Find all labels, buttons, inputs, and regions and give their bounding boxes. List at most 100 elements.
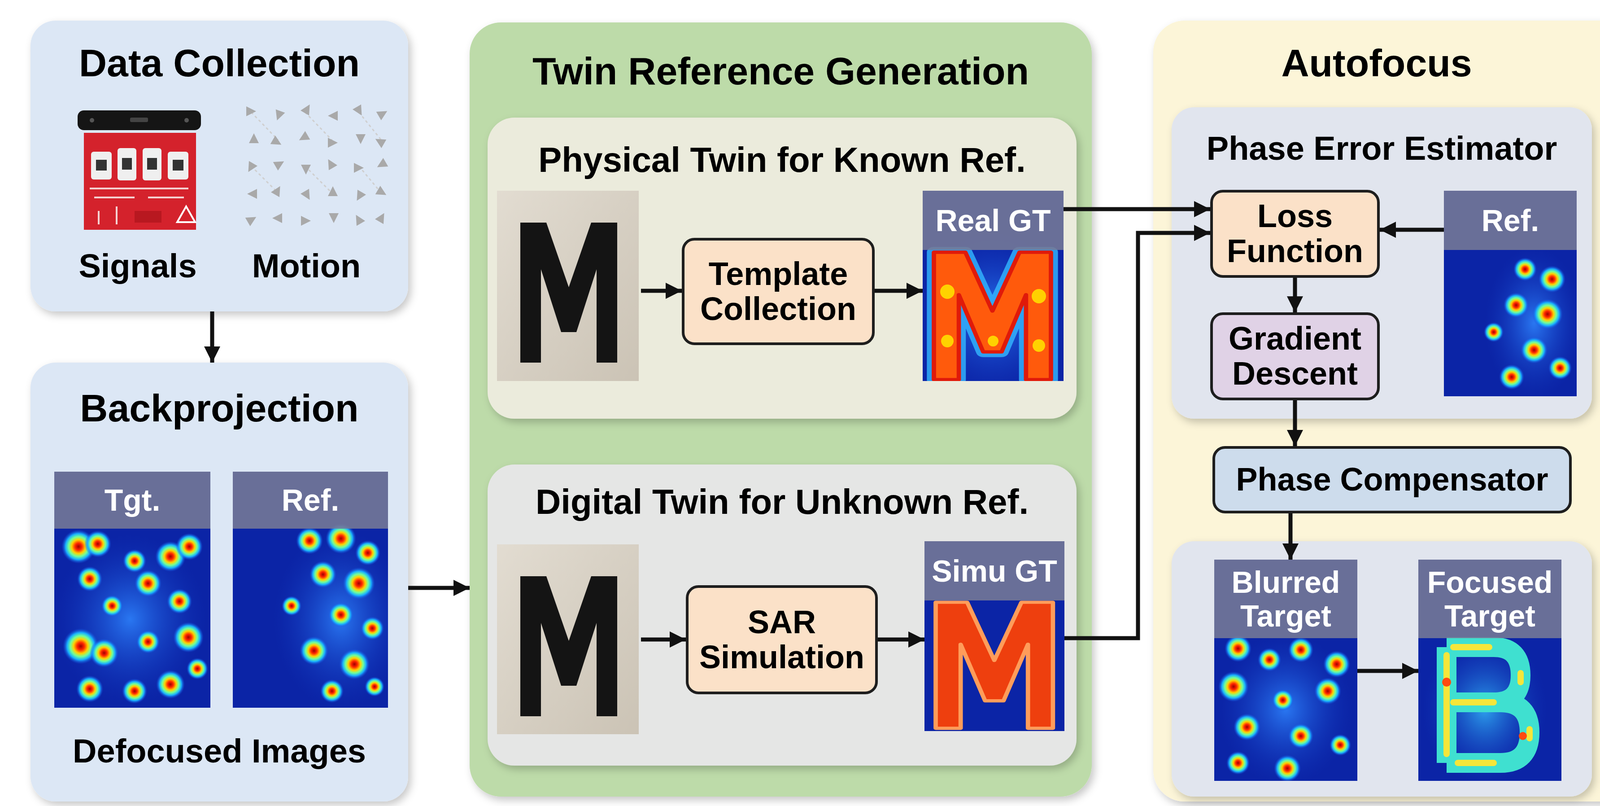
group-panel: Digital Twin for Unknown Ref. SAR Simulat… bbox=[487, 464, 1077, 766]
letter-photo bbox=[497, 190, 639, 734]
heatmap-reference bbox=[1443, 190, 1577, 397]
heatmap-target bbox=[54, 471, 211, 708]
illustration-caption: Signals bbox=[56, 246, 219, 287]
panel-title: Data Collection bbox=[78, 40, 360, 86]
process-box: Template Collection bbox=[681, 237, 875, 345]
heatmap-target bbox=[101, 594, 123, 617]
motion-pattern bbox=[272, 213, 283, 223]
heatmap-reference bbox=[1499, 364, 1525, 390]
heatmap-reference bbox=[1520, 336, 1548, 364]
heatmap-blurred bbox=[1257, 647, 1282, 672]
process-box: Phase Compensator bbox=[1212, 445, 1572, 514]
heatmap-reference bbox=[1483, 322, 1504, 342]
heatmap-blurred bbox=[1329, 733, 1352, 756]
flow-arrow bbox=[1063, 207, 1211, 212]
flow-arrow bbox=[874, 288, 923, 293]
motion-pattern bbox=[300, 164, 311, 175]
heatmap-real-gt bbox=[933, 252, 1051, 380]
flow-arrow bbox=[1064, 232, 1211, 638]
motion-pattern bbox=[244, 101, 390, 227]
image-tile: Simu GT bbox=[924, 540, 1065, 731]
panel-background bbox=[487, 117, 1077, 419]
heatmap-reference bbox=[328, 601, 354, 628]
heatmap-blurred bbox=[1273, 754, 1301, 781]
panel-background bbox=[469, 22, 1092, 797]
heatmap-target bbox=[84, 530, 112, 558]
radar-board bbox=[147, 157, 157, 170]
motion-pattern bbox=[374, 210, 389, 224]
heatmap-reference bbox=[320, 679, 344, 703]
radar-board bbox=[89, 117, 95, 123]
motion-pattern bbox=[375, 185, 389, 200]
flow-arrow bbox=[1293, 277, 1298, 313]
box-label: Template Collection bbox=[694, 256, 863, 327]
flow-arrow bbox=[877, 637, 925, 642]
group-panel: Twin Reference GenerationPhysical Twin f… bbox=[469, 22, 1092, 797]
group-panel: BackprojectionDefocused ImagesTgt.Ref. bbox=[30, 362, 409, 802]
panel-title: Twin Reference Generation bbox=[532, 48, 1029, 94]
label-holder: Motion bbox=[225, 246, 388, 287]
group-panel: Physical Twin for Known Ref.Template Col… bbox=[487, 117, 1077, 419]
heatmap-focused bbox=[1418, 559, 1562, 781]
box-label: Phase Compensator bbox=[1225, 462, 1560, 498]
radar-board bbox=[134, 210, 162, 223]
tile-label: Real GT bbox=[922, 190, 1064, 250]
motion-pattern bbox=[296, 130, 310, 145]
tile-label: Ref. bbox=[1443, 190, 1577, 250]
heatmap-target bbox=[77, 566, 103, 592]
motion-pattern bbox=[372, 134, 387, 149]
heatmap-simu-gt bbox=[924, 540, 1065, 731]
illustration-caption: Motion bbox=[225, 246, 388, 287]
process-box: SAR Simulation bbox=[685, 584, 878, 694]
flow-arrow bbox=[1293, 400, 1298, 446]
radar-board bbox=[89, 188, 189, 225]
motion-pattern bbox=[300, 188, 314, 203]
image-tile: Ref. bbox=[1443, 190, 1577, 397]
image-tile: Ref. bbox=[232, 471, 389, 708]
box-label: SAR Simulation bbox=[698, 604, 866, 675]
heatmap-reference bbox=[232, 471, 389, 708]
motion-pattern bbox=[273, 156, 287, 171]
heatmap-blurred bbox=[1224, 634, 1252, 662]
heatmap-real-gt bbox=[933, 252, 1051, 380]
heatmap-real-gt bbox=[1032, 339, 1046, 352]
box-label: Loss Function bbox=[1222, 198, 1368, 269]
heatmap-simu-gt bbox=[924, 540, 1065, 731]
panel-title: Backprojection bbox=[79, 385, 359, 431]
process-box: Loss Function bbox=[1210, 189, 1380, 278]
image-tile: Focused Target bbox=[1418, 559, 1562, 781]
radar-board bbox=[95, 159, 107, 171]
heatmap-target bbox=[122, 549, 147, 573]
letter-photo bbox=[497, 190, 639, 381]
heatmap-reference bbox=[273, 529, 389, 708]
motion-pattern bbox=[351, 212, 366, 226]
letter-photo bbox=[520, 575, 618, 716]
motion-pattern bbox=[328, 213, 339, 223]
radar-board bbox=[130, 117, 149, 123]
panel-title: Digital Twin for Unknown Ref. bbox=[535, 481, 1029, 523]
heatmap-reference bbox=[1548, 356, 1572, 380]
panel-title: Phase Error Estimator bbox=[1206, 129, 1557, 168]
heatmap-reference bbox=[342, 566, 375, 600]
heatmap-target bbox=[89, 638, 119, 668]
heatmap-blurred bbox=[1272, 688, 1294, 711]
heatmap-reference bbox=[309, 560, 337, 588]
motion-pattern bbox=[323, 156, 338, 171]
motion-pattern bbox=[248, 133, 259, 144]
photo-arrow bbox=[640, 290, 686, 640]
tile-label: Simu GT bbox=[924, 540, 1065, 601]
tile-label: Focused Target bbox=[1418, 559, 1562, 638]
heatmap-target bbox=[134, 569, 162, 597]
letter-photo bbox=[520, 222, 618, 363]
motion-pattern bbox=[246, 106, 257, 117]
radar-board bbox=[91, 151, 112, 180]
heatmap-reference bbox=[1532, 298, 1563, 330]
heatmap-reference bbox=[339, 648, 370, 680]
motion-pattern bbox=[272, 109, 285, 123]
radar-board bbox=[122, 157, 132, 170]
heatmap-target bbox=[175, 532, 203, 560]
heatmap-target bbox=[136, 629, 160, 654]
heatmap-real-gt bbox=[922, 228, 1064, 381]
heatmap-focused bbox=[1518, 731, 1527, 740]
